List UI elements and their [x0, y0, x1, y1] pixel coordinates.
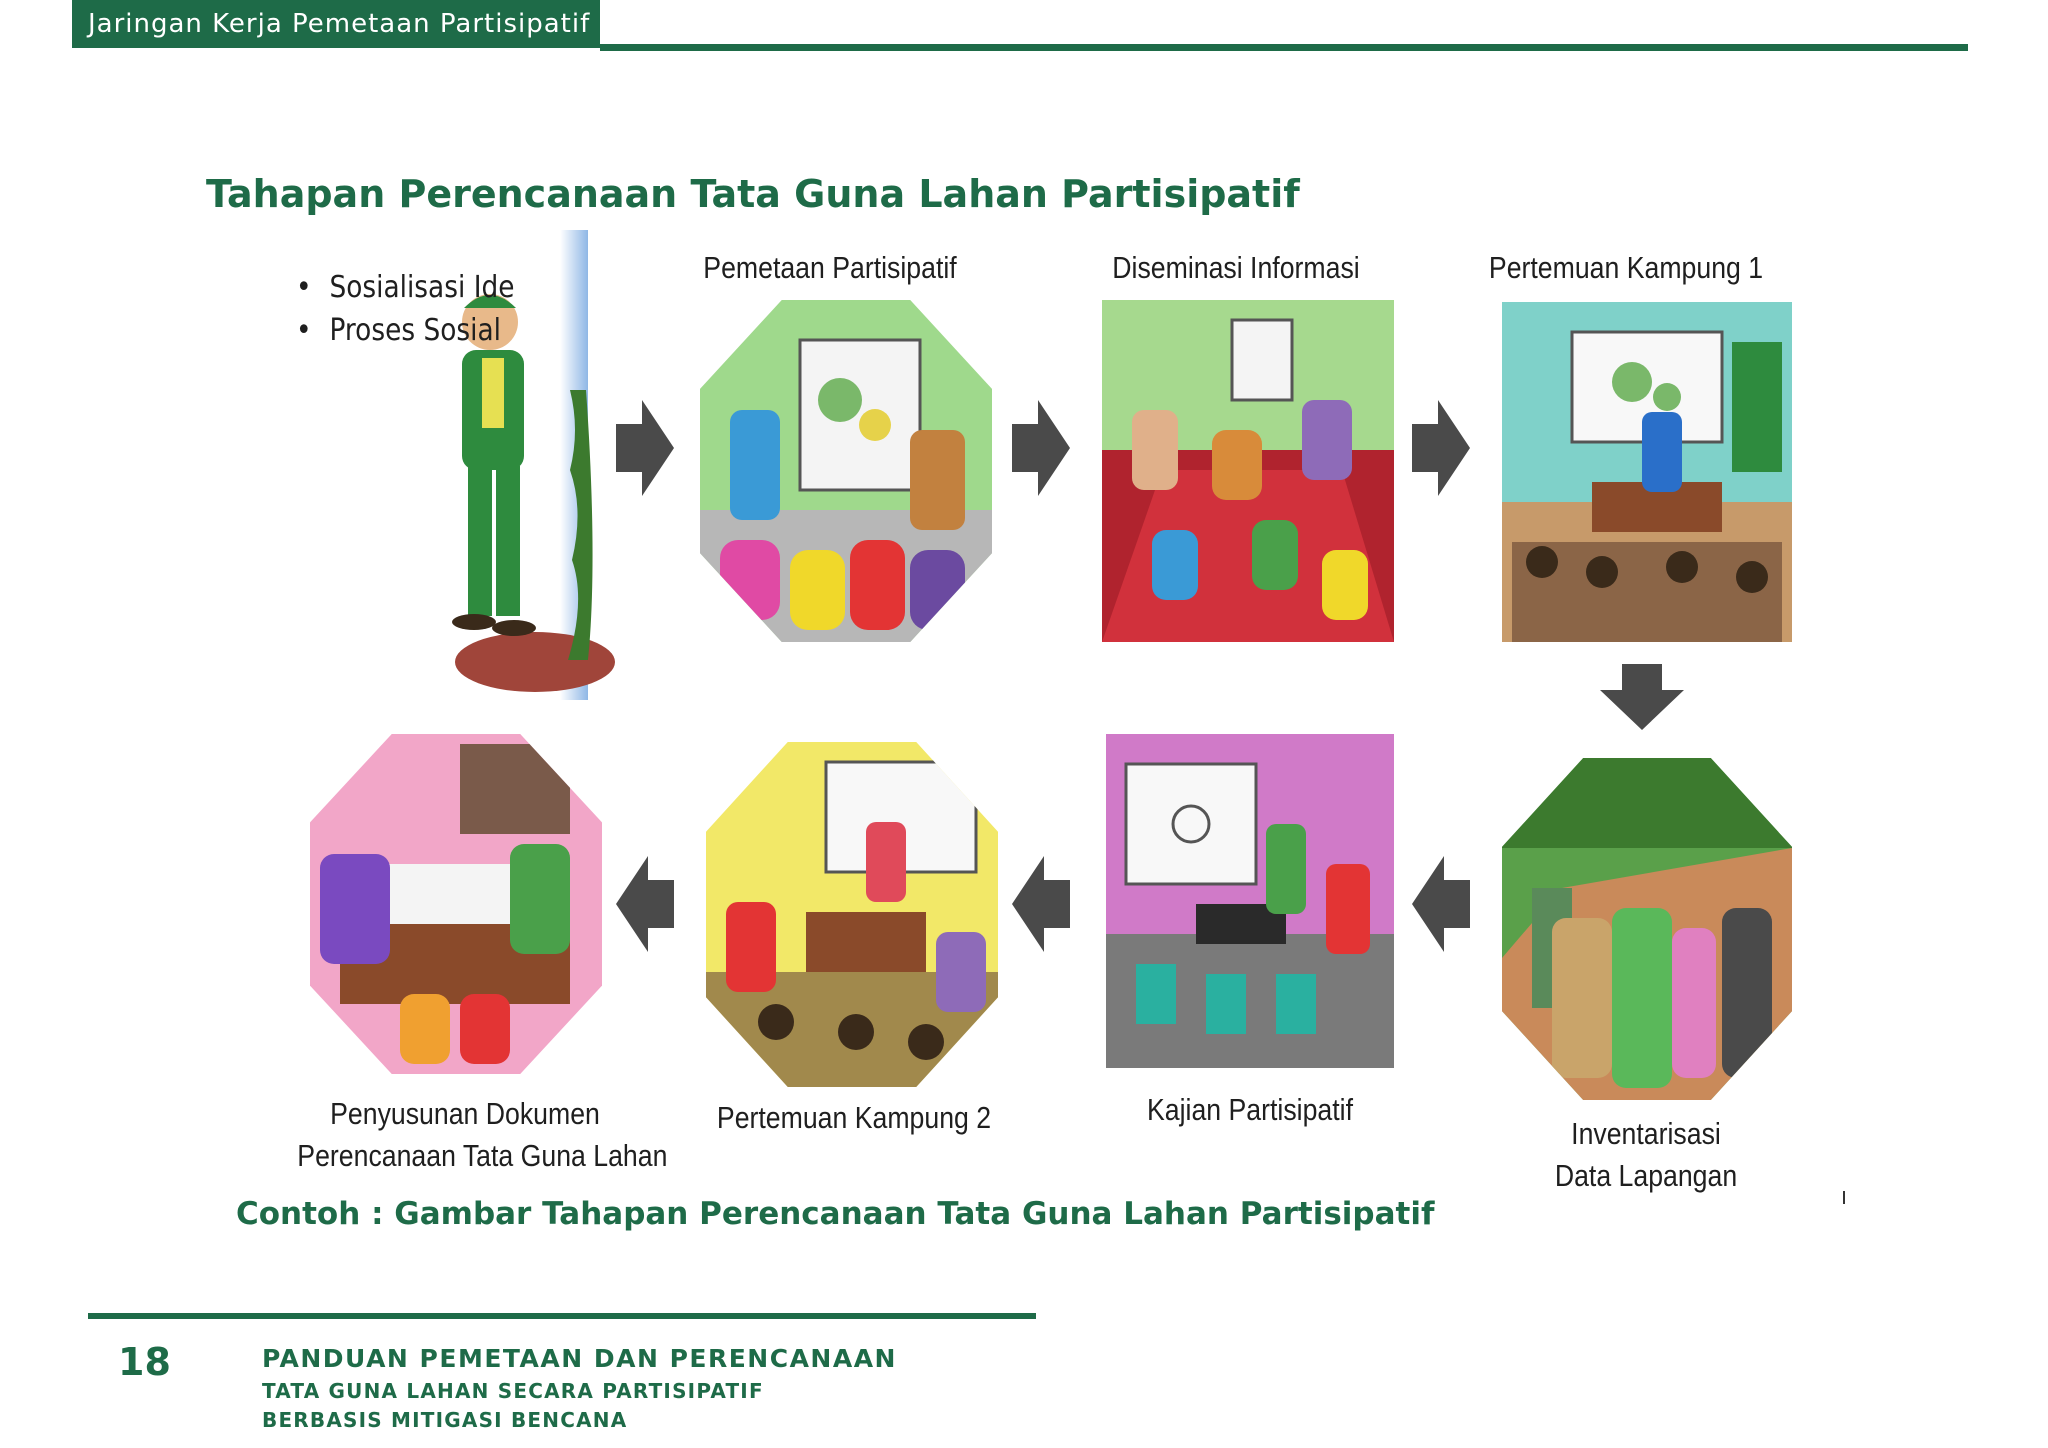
page-number: 18	[118, 1340, 171, 1384]
intro-illustration	[452, 230, 615, 700]
arrow-down-icon	[1600, 664, 1684, 730]
step-label-pertemuan-2: Pertemuan Kampung 2	[716, 1100, 992, 1135]
bullet-item: Sosialisasi Ide	[296, 266, 514, 309]
arrow-left-icon	[1412, 856, 1470, 952]
figure-caption: Contoh : Gambar Tahapan Perencanaan Tata…	[236, 1196, 1435, 1232]
arrow-left-icon	[1012, 856, 1070, 952]
illustration-pertemuan-kampung-1	[1502, 302, 1792, 642]
illustration-kajian-partisipatif	[1106, 734, 1394, 1068]
illustration-pertemuan-kampung-2	[706, 742, 998, 1087]
footer-title-line3: BERBASIS MITIGASI BENCANA	[262, 1408, 628, 1432]
step-label-inventarisasi-line1: Inventarisasi	[1571, 1116, 1721, 1151]
arrow-left-icon	[616, 856, 674, 952]
step-label-diseminasi: Diseminasi Informasi	[1112, 250, 1360, 285]
header-rule	[600, 44, 1968, 51]
footer-title-line1: PANDUAN PEMETAAN DAN PERENCANAAN	[262, 1344, 897, 1373]
bullet-item: Proses Sosial	[296, 309, 514, 352]
step-label-pemetaan: Pemetaan Partisipatif	[703, 250, 957, 285]
footer-rule	[88, 1313, 1036, 1319]
step-label-penyusunan-line2: Perencanaan Tata Guna Lahan	[297, 1138, 668, 1173]
process-diagram: Sosialisasi Ide Proses Sosial Pemetaan P…	[270, 222, 1800, 1197]
illustration-pemetaan-partisipatif	[700, 300, 992, 642]
stray-mark	[1843, 1191, 1845, 1204]
illustration-penyusunan-dokumen	[310, 734, 602, 1074]
page-title: Tahapan Perencanaan Tata Guna Lahan Part…	[206, 172, 1300, 216]
illustration-inventarisasi-data-lapangan	[1502, 758, 1792, 1100]
step-label-inventarisasi-line2: Data Lapangan	[1554, 1158, 1738, 1193]
intro-bullet-list: Sosialisasi Ide Proses Sosial	[296, 266, 544, 352]
step-label-penyusunan-line1: Penyusunan Dokumen	[330, 1096, 600, 1131]
arrow-right-icon	[1412, 400, 1470, 496]
illustration-diseminasi-informasi	[1102, 300, 1394, 642]
arrow-right-icon	[616, 400, 674, 496]
step-label-pertemuan-1: Pertemuan Kampung 1	[1488, 250, 1764, 285]
footer-title-line2: TATA GUNA LAHAN SECARA PARTISIPATIF	[262, 1379, 764, 1403]
arrow-right-icon	[1012, 400, 1070, 496]
step-label-kajian: Kajian Partisipatif	[1147, 1092, 1353, 1127]
header-tab: Jaringan Kerja Pemetaan Partisipatif	[72, 0, 600, 48]
